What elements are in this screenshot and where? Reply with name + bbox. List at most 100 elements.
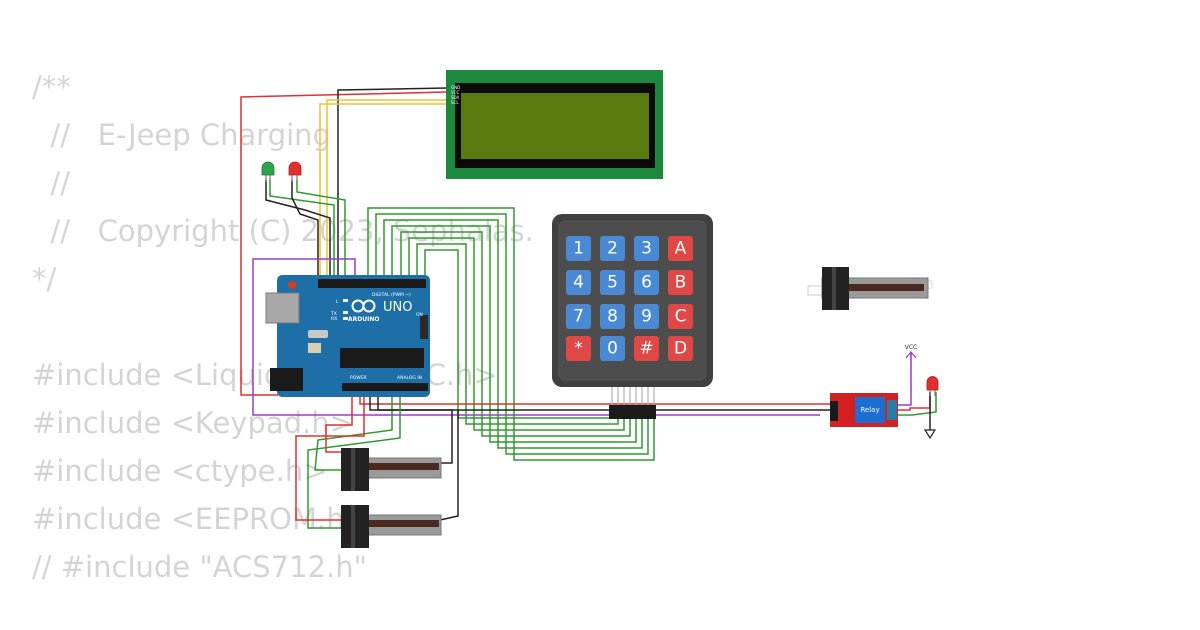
wire-pot2-vcc [295, 392, 365, 521]
wire-lcd-scl [319, 103, 447, 288]
keypad-key-label: 4 [573, 273, 584, 293]
keypad-key-cap [566, 236, 591, 261]
keypad-key-cap [668, 270, 693, 295]
keypad-key-cap [566, 304, 591, 329]
wire-keypad-4 [391, 225, 637, 443]
led-l [343, 299, 348, 302]
keypad-key[interactable]: 9 [634, 304, 659, 329]
relay-terminal [887, 400, 897, 420]
arduino-model-label: UNO [383, 300, 412, 315]
slide-potentiometer-2 [341, 505, 442, 548]
keypad-key-cap [600, 236, 625, 261]
keypad-key[interactable]: C [668, 304, 693, 329]
code-line: // E-Jeep Charging [32, 118, 331, 152]
wire-relay-out [898, 352, 912, 406]
keypad-key-cap [668, 236, 693, 261]
keypad-key-cap [600, 304, 625, 329]
slide-potentiometer-1 [341, 448, 442, 491]
keypad-key[interactable]: 5 [600, 270, 625, 295]
keypad-key-cap [634, 336, 659, 361]
wire-lcd-gnd [337, 87, 448, 288]
power-analog-header [342, 383, 428, 391]
wire-pot2-signal [307, 385, 401, 529]
keypad-key-label: 5 [607, 273, 618, 293]
led-green [261, 161, 275, 182]
wire-pot1-gnd [377, 385, 453, 464]
keypad-key-cap [634, 304, 659, 329]
keypad-key-cap [566, 336, 591, 361]
keypad-key-label: 3 [641, 239, 652, 259]
slide-potentiometer-top-right [807, 267, 933, 310]
wire-keypad-5 [400, 231, 631, 437]
code-line: #include <Keypad.h> [32, 406, 354, 440]
lcd-pin-gnd: GND [451, 85, 460, 90]
wire-relay-vcc [359, 385, 830, 405]
keypad-key-cap [668, 304, 693, 329]
wire-purple [252, 258, 820, 416]
atmega-chip [340, 348, 424, 368]
wire-pot1-signal [314, 385, 393, 471]
code-line: /** [32, 70, 71, 104]
analog-label: ANALOG IN [397, 375, 422, 381]
keypad-key[interactable]: 3 [634, 236, 659, 261]
code-line: // #include "ACS712.h" [32, 550, 367, 584]
wires [240, 87, 937, 529]
wire-lcd-sda [326, 99, 447, 288]
keypad-key-label: 0 [607, 339, 618, 359]
keypad-key[interactable]: D [668, 336, 693, 361]
lcd-pin-scl: SCL [451, 100, 459, 105]
lcd-display: GND VCC SDA SCL [446, 70, 663, 179]
keypad-key[interactable]: 1 [566, 236, 591, 261]
arduino-uno-board: UNO ARDUINO DIGITAL (PWM ~) POWER ANALOG… [265, 275, 430, 397]
keypad-key-label: 7 [573, 307, 584, 327]
keypad-key[interactable]: B [668, 270, 693, 295]
keypad-key-cap [566, 270, 591, 295]
keypad-key[interactable]: A [668, 236, 693, 261]
wire-led-green-b [269, 180, 335, 288]
relay-module: Relay [830, 393, 898, 427]
keypad-key[interactable]: 4 [566, 270, 591, 295]
keypad-key[interactable]: 7 [566, 304, 591, 329]
wire-pot2-gnd [439, 410, 459, 521]
wire-keypad-7 [416, 243, 619, 425]
keypad-key-cap [634, 270, 659, 295]
code-line: #include <EEPROM.h> [32, 502, 369, 536]
keypad-key-cap [634, 236, 659, 261]
keypad-key-label: 6 [641, 273, 652, 293]
keypad-key-label: # [639, 339, 653, 359]
keypad-key[interactable]: # [634, 336, 659, 361]
wire-keypad-3 [383, 219, 643, 449]
keypad-key-cap [668, 336, 693, 361]
lcd-pin-sda: SDA [451, 95, 460, 100]
keypad-key[interactable]: 0 [600, 336, 625, 361]
keypad-key-label: A [675, 239, 687, 259]
l-label: L [336, 299, 339, 305]
relay-pins [830, 401, 838, 421]
digital-header [318, 279, 426, 288]
wire-relay-led-green [898, 392, 937, 416]
keypad-key[interactable]: 6 [634, 270, 659, 295]
ground-symbol [923, 429, 937, 440]
keypad-key[interactable]: * [566, 336, 591, 361]
keypad-key-label: D [674, 339, 687, 359]
keypad-pins [611, 387, 655, 405]
keypad-key[interactable]: 2 [600, 236, 625, 261]
code-line: #include <ctype.h> [32, 454, 328, 488]
power-label: POWER [350, 375, 367, 381]
led-rx [343, 317, 348, 320]
code-line: */ [32, 262, 57, 296]
arduino-brand-label: ARDUINO [348, 316, 379, 323]
wire-lcd-vcc [240, 91, 448, 396]
keypad-key-label: C [675, 307, 687, 327]
keypad-key[interactable]: 8 [600, 304, 625, 329]
on-label: ON [416, 312, 423, 318]
vcc-label: VCC [905, 344, 917, 351]
relay-label: Relay [860, 406, 879, 414]
wire-led-red-a [291, 180, 319, 288]
arduino-logo [351, 299, 376, 313]
digital-label: DIGITAL (PWM ~) [372, 292, 411, 298]
led-red-relay [926, 376, 939, 396]
